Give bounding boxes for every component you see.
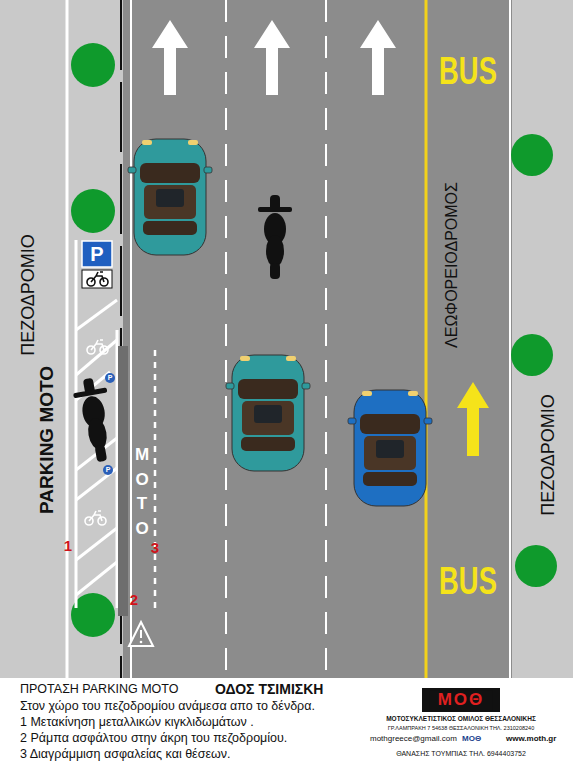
parking-dot: P [108,374,113,382]
club-contact: ΘΑΝΑΣΗΣ ΤΟΥΜΠΙΑΣ ΤΗΛ. 6944403752 [396,750,526,758]
club-name: ΜΟΤΟΣΥΚΛΕΤΙΣΤΙΚΟΣ ΟΜΙΛΟΣ ΘΕΣΣΑΛΟΝΙΚΗΣ [386,715,536,722]
club-website: www.moth.gr [506,734,556,743]
note-item: 2 Ράμπα ασφάλτου στην άκρη του πεζοδρομί… [20,731,287,745]
proposal-caption: Στον χώρο του πεζοδρομίου ανάμεσα απο το… [20,699,315,713]
proposal-title: ΠΡΟΤΑΣΗ PARKING MOTO [20,682,178,696]
callout-number: 1 [64,537,72,554]
bus-marking: BUS [439,560,497,604]
bus-lane-label: ΛΕΩΦΟΡΕΙΟΔΡΟΜΟΣ [443,182,461,348]
club-logo: ΜΟΘ [430,690,493,710]
bus-marking: BUS [439,50,497,94]
callout-number: 2 [130,591,138,608]
club-address: ΓΡ.ΛΑΜΠΡΑΚΗ 7 54638 ΘΕΣΣΑΛΟΝΙΚΗ ΤΗΛ. 231… [388,725,534,731]
parking-dot: P [106,466,111,474]
note-item: 3 Διαγράμμιση ασφαλείας και θέσεων. [20,747,230,761]
street-name: ΟΔΟΣ ΤΣΙΜΙΣΚΗ [215,681,323,697]
parking-sign: P [90,243,103,266]
sidewalk-label: ΠΕΖΟΔΡΟΜΙΟ [18,234,39,356]
callout-number: 3 [151,539,159,556]
parking-label: PARKING MOTO [36,366,58,514]
note-item: 1 Μετακίνηση μεταλλικών κιγκλιδωμάτων . [20,715,254,729]
club-email: mothgreece@gmail.com [370,734,457,743]
sidewalk-label: ΠΕΖΟΔΡΟΜΙΟ [538,394,559,516]
club-facebook: ΜΟΘ [462,734,481,743]
lane-marking: MOTO [134,443,151,542]
